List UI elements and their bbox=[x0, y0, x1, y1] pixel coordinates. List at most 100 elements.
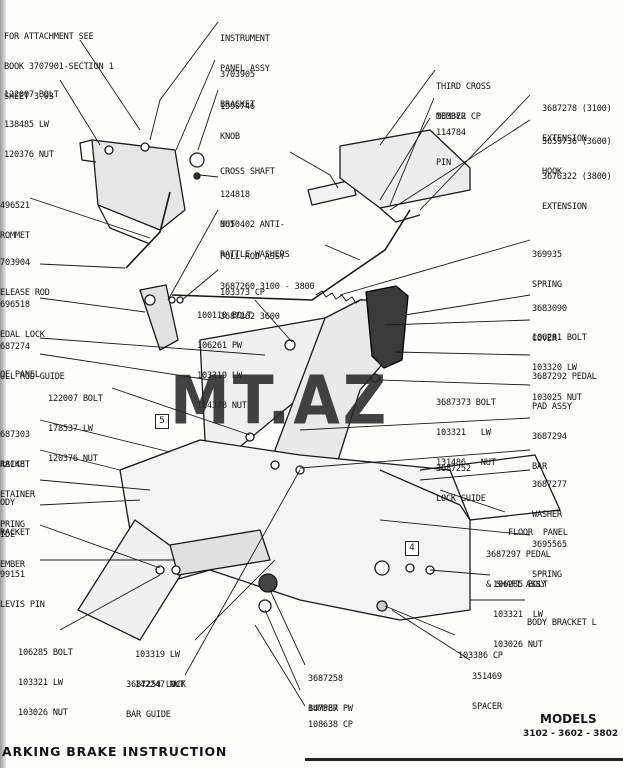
label-lock-bar-guide: 3687254 LOCK BAR GUIDE bbox=[126, 660, 186, 740]
label-line: 131486 NUT bbox=[436, 458, 496, 468]
label-line: 103386 CP bbox=[458, 651, 503, 661]
label-line: BOOK 3707901-SECTION 1 bbox=[4, 62, 114, 72]
label-line: 3687254 LOCK bbox=[126, 680, 186, 690]
label-line: 99151 bbox=[0, 570, 25, 580]
label-line: SPACER bbox=[472, 702, 502, 712]
label-line: PULL ROD ASSY bbox=[220, 252, 285, 262]
label-line: HOOK bbox=[542, 167, 562, 177]
label-line: FLOOR PANEL bbox=[508, 528, 568, 538]
label-line: BRACKET bbox=[220, 100, 255, 110]
label-line: 3687297 PEDAL bbox=[486, 550, 551, 560]
label-line: 3687278 (3100) bbox=[542, 104, 612, 114]
label-line: RACKET bbox=[0, 460, 30, 470]
label-line: 114784 bbox=[436, 128, 466, 138]
label-release-rod: 703904 ELEASE ROD bbox=[0, 238, 50, 318]
label-line: KNOB bbox=[220, 132, 240, 142]
label-pin-114784: 114784 PIN bbox=[436, 108, 466, 188]
label-line: EXTENSION bbox=[542, 134, 587, 144]
label-bolt-106281: 106281 BOLT 103320 LW 103025 NUT bbox=[532, 313, 587, 423]
label-line: RACKET bbox=[0, 528, 30, 538]
label-line: 496521 bbox=[0, 201, 30, 211]
label-grommet: 496521 ROMMET bbox=[0, 181, 30, 261]
label-line: 703904 bbox=[0, 258, 30, 268]
label-line: BODY BRACKET L bbox=[527, 618, 597, 628]
label-line: BAR GUIDE bbox=[126, 710, 171, 720]
label-line: 3687294 bbox=[532, 432, 567, 442]
instrument-panel-bracket-shape bbox=[91, 139, 186, 231]
pedal-pad-shape bbox=[365, 285, 409, 369]
label-line: 120376 NUT bbox=[48, 454, 98, 464]
label-line: LEVIS PIN bbox=[0, 600, 45, 610]
label-bolt-106285-left: 106285 BOLT 103321 LW 103026 NUT bbox=[18, 628, 73, 738]
label-line: 122007 BOLT bbox=[48, 394, 103, 404]
callout-box-4: 4 bbox=[405, 541, 419, 556]
models-title: MODELS bbox=[540, 712, 597, 726]
label-line: 142247 NUT bbox=[135, 680, 185, 690]
label-line: ETAINER bbox=[0, 490, 35, 500]
label-line: 369935 bbox=[532, 250, 562, 260]
label-line: EDAL LOCK bbox=[0, 330, 45, 340]
label-instrument-panel: INSTRUMENT PANEL ASSY bbox=[220, 14, 270, 94]
label-floor-panel: FLOOR PANEL bbox=[508, 508, 568, 558]
label-line: ELEASE ROD bbox=[0, 288, 50, 298]
label-line: BUMPER bbox=[308, 704, 338, 714]
label-line: SHEET 3.03 bbox=[4, 92, 54, 102]
label-pw-147587: 147587 PW bbox=[308, 684, 353, 734]
label-pedal-pad-assy: 3687292 PEDAL PAD ASSY bbox=[532, 352, 597, 432]
label-bolt-122007-mid: 122007 BOLT 178537 LW 120376 NUT bbox=[48, 374, 103, 484]
spring-shape bbox=[315, 290, 363, 304]
bottom-rule bbox=[305, 758, 623, 761]
label-line: 3687292 PEDAL bbox=[532, 372, 597, 382]
label-cross-shaft: CROSS SHAFT bbox=[220, 147, 275, 197]
callout-box-5: 5 bbox=[155, 414, 169, 429]
label-anti-rattle-washers: 3650402 ANTI- RATTLE WASHERS bbox=[220, 200, 290, 280]
label-line: MEMBER bbox=[436, 112, 466, 122]
label-line: 138485 LW bbox=[4, 120, 49, 130]
label-extension-3676322: 3676322 (3800) EXTENSION bbox=[542, 152, 612, 232]
label-line: LOCK GUIDE bbox=[436, 494, 486, 504]
label-line: 3687277 bbox=[532, 480, 567, 490]
label-line: OE PANEL bbox=[0, 370, 40, 380]
label-line: 687274 bbox=[0, 342, 30, 352]
label-hook-3659736: 3659736 (3600) HOOK bbox=[542, 117, 612, 197]
label-line: 100110 BOLT bbox=[197, 311, 252, 321]
label-line: IDE bbox=[0, 530, 15, 540]
label-line: 3659736 (3600) bbox=[542, 137, 612, 147]
label-line: 103321 LW bbox=[436, 428, 491, 438]
pull-rod-shape bbox=[171, 209, 411, 301]
cross-shaft-shape bbox=[307, 179, 357, 206]
label-pull-rod-guide: 687274 ULL ROD GUIDE bbox=[0, 322, 65, 402]
label-line: 103025 NUT bbox=[532, 393, 582, 403]
label-lw-103319: 103319 LW 142247 NUT bbox=[135, 630, 185, 710]
label-line: 106261 PW bbox=[197, 341, 242, 351]
label-line: NUT bbox=[220, 220, 235, 230]
label-line: 106285 BOLT bbox=[493, 580, 548, 590]
label-side-member: IDE EMBER bbox=[0, 510, 25, 590]
label-line: SPRING bbox=[532, 570, 562, 580]
label-line: THIRD CROSS bbox=[436, 82, 491, 92]
label-cp-103373: 103373 CP bbox=[220, 268, 265, 318]
label-nut-124818: 124818 NUT bbox=[220, 170, 250, 250]
label-extension-3687278: 3687278 (3100) EXTENSION bbox=[542, 84, 612, 164]
label-bolt-100110: 100110 BOLT 106261 PW 103319 LW 114378 N… bbox=[197, 291, 252, 431]
label-line: 103319 LW bbox=[197, 371, 242, 381]
label-line: 3687252 bbox=[436, 464, 471, 474]
label-line: 3687262 3600 bbox=[220, 312, 280, 322]
label-bolt-106285-right: 106285 BOLT 103321 LW 103026 NUT bbox=[493, 560, 548, 670]
label-line: RATTLE WASHERS bbox=[220, 250, 290, 260]
label-pull-rod-assy: PULL ROD ASSY 3687260 3100 - 3800 368726… bbox=[220, 232, 315, 342]
label-line: 103321 LW bbox=[18, 678, 63, 688]
label-line: PIN bbox=[436, 158, 451, 168]
release-rod-shape bbox=[125, 191, 171, 269]
label-body-bracket-lh: BODY BRACKET L bbox=[527, 598, 597, 648]
page-binding-shadow bbox=[0, 0, 6, 768]
label-line: 114378 NUT bbox=[197, 401, 247, 411]
label-line: EMBER bbox=[0, 560, 25, 570]
models-list: 3102 - 3602 - 3802 bbox=[523, 729, 619, 739]
label-lock-guide-3687252: 3687252 LOCK GUIDE bbox=[436, 444, 486, 524]
label-line: ROMMET bbox=[0, 231, 30, 241]
label-body-bracket: ODY RACKET bbox=[0, 478, 30, 558]
label-line: 48148 bbox=[0, 460, 25, 470]
